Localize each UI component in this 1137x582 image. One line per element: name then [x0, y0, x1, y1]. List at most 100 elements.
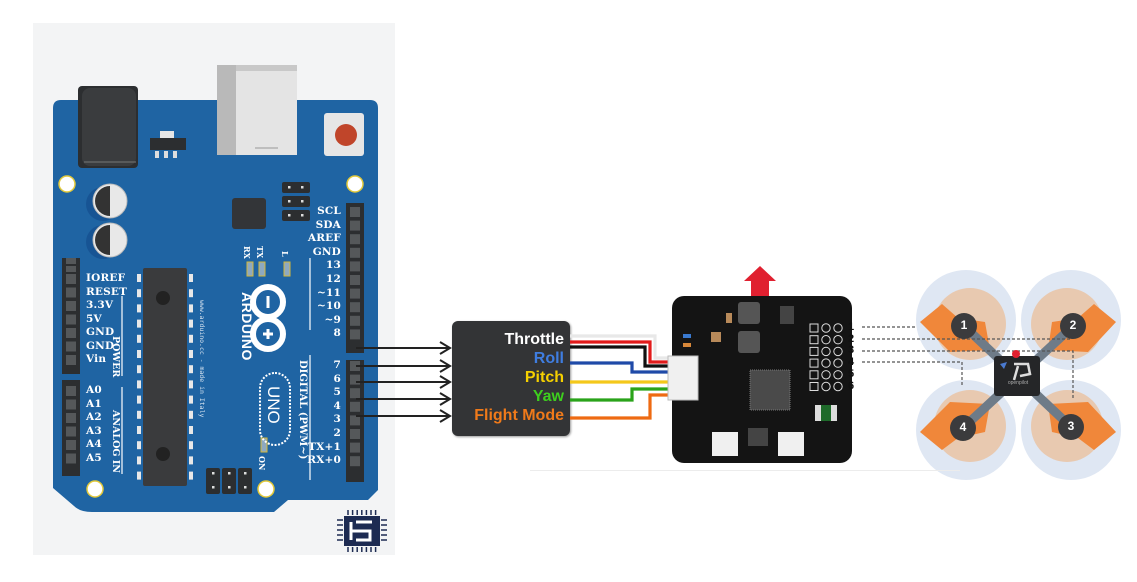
arrow-head-icon	[439, 409, 452, 423]
digital-header-label: DIGITAL (PWM~)	[297, 360, 308, 460]
pin-socket	[66, 341, 76, 352]
l-led-label: L	[280, 251, 290, 257]
pin-label-8: 8	[333, 327, 341, 340]
fc-output-number: 1	[848, 321, 855, 333]
mounting-hole	[257, 480, 275, 498]
wire-green	[570, 387, 670, 402]
chip-pin	[189, 289, 193, 298]
pin-label-13: 13	[325, 259, 341, 272]
fc-output-pin	[809, 382, 819, 391]
pin-label-gnd: GND	[86, 339, 115, 352]
chip-pin	[189, 380, 193, 389]
pin-socket	[350, 234, 360, 245]
fc-output-pin	[809, 346, 819, 356]
arrow-head-icon	[439, 392, 452, 406]
motor-number-label: 3	[1067, 419, 1075, 433]
led-indicators	[246, 261, 291, 453]
fc-output-pin	[821, 358, 831, 368]
openpilot-logo-icon	[1012, 362, 1032, 381]
wire-black	[570, 345, 670, 368]
fc-output-pin	[821, 335, 831, 345]
motor-hub	[1060, 313, 1086, 339]
chip-pin	[189, 319, 193, 328]
pin-label-aref: AREF	[307, 232, 341, 245]
pin-socket	[66, 440, 76, 450]
fc-output-pin	[809, 323, 819, 333]
chip-pin	[189, 365, 193, 374]
motor-hub	[950, 415, 976, 441]
pin-label-3: 3	[333, 413, 341, 426]
pin-label-vin: Vin	[86, 353, 107, 365]
pin-label-gnd: GND	[312, 245, 341, 258]
chip-pin	[189, 350, 193, 358]
chip-pin	[137, 395, 141, 404]
tx-led-label: TX	[255, 246, 265, 259]
front-arrow-icon	[744, 266, 776, 296]
baseline-divider	[530, 470, 960, 471]
pin-socket	[350, 315, 360, 326]
pin-socket	[66, 258, 76, 264]
pin-label-ioref: IOREF	[86, 272, 126, 284]
pin-socket	[350, 261, 360, 272]
fc-output-pin	[821, 381, 831, 392]
motor-number-label: 1	[960, 318, 968, 332]
fc-output-number: 5	[848, 367, 855, 380]
voltage-regulator	[150, 138, 186, 150]
pin-label-a4: A4	[86, 438, 102, 450]
on-led-label: ON	[257, 456, 267, 471]
pin-label-4: 4	[333, 399, 341, 412]
usb-chip	[232, 198, 266, 229]
pin-label-scl: SCL	[317, 205, 341, 217]
receiver-channel-roll: Roll	[533, 350, 564, 367]
motor-signal-line-4	[862, 361, 963, 386]
pin-socket	[350, 415, 360, 426]
pin-socket	[350, 388, 360, 399]
chip-pin	[189, 410, 193, 419]
mounting-hole	[86, 480, 104, 498]
pin-socket	[350, 220, 360, 231]
openpilot-logo-text: openpilot	[1007, 380, 1029, 386]
pin-socket	[66, 399, 76, 410]
chip-pin	[137, 274, 141, 282]
chip-pin	[189, 471, 193, 480]
website-text: www.arduino.cc - made in Italy	[198, 300, 206, 418]
arduino-logo	[250, 284, 286, 352]
fc-output-number: 2	[848, 332, 855, 345]
power-header-label: POWER	[110, 336, 121, 378]
pin-label-sda: SDA	[315, 218, 341, 231]
pin-socket	[66, 301, 76, 311]
chip-pin	[189, 426, 193, 434]
receiver-channel-pitch: Pitch	[524, 369, 564, 386]
chip-pin	[137, 319, 141, 328]
quad-center-board	[994, 356, 1040, 396]
pin-socket	[350, 456, 360, 467]
pin-socket	[66, 386, 76, 396]
pin-socket	[350, 288, 360, 299]
fc-output-pin	[809, 358, 819, 368]
pin-label-a2: A2	[86, 411, 102, 423]
pin-label-2: 2	[333, 427, 341, 439]
chip-logo-icon	[337, 510, 387, 552]
pin-label-5: 5	[333, 386, 341, 399]
chip-pin	[137, 380, 141, 389]
pin-label-a5: A5	[86, 451, 102, 464]
fc-output-pin	[809, 370, 819, 380]
fc-output-number: 4	[848, 356, 855, 369]
chip-pin	[189, 274, 193, 282]
pin-label-a1: A1	[86, 397, 102, 410]
pin-label-rx0: RX+0	[307, 454, 341, 467]
pin-label-gnd: GND	[86, 326, 115, 338]
pin-label-5v: 5V	[86, 312, 102, 325]
receiver-channel-flight-mode: Flight Mode	[474, 407, 564, 424]
pin-label-9: ~9	[324, 313, 341, 326]
fc-output-number: 3	[848, 344, 855, 357]
pin-socket	[350, 329, 360, 340]
uno-badge	[259, 372, 291, 446]
pin-label-reset: RESET	[86, 285, 128, 298]
pin-socket	[350, 374, 360, 385]
pin-label-a0: A0	[86, 384, 102, 396]
fc-output-pin	[833, 370, 843, 380]
